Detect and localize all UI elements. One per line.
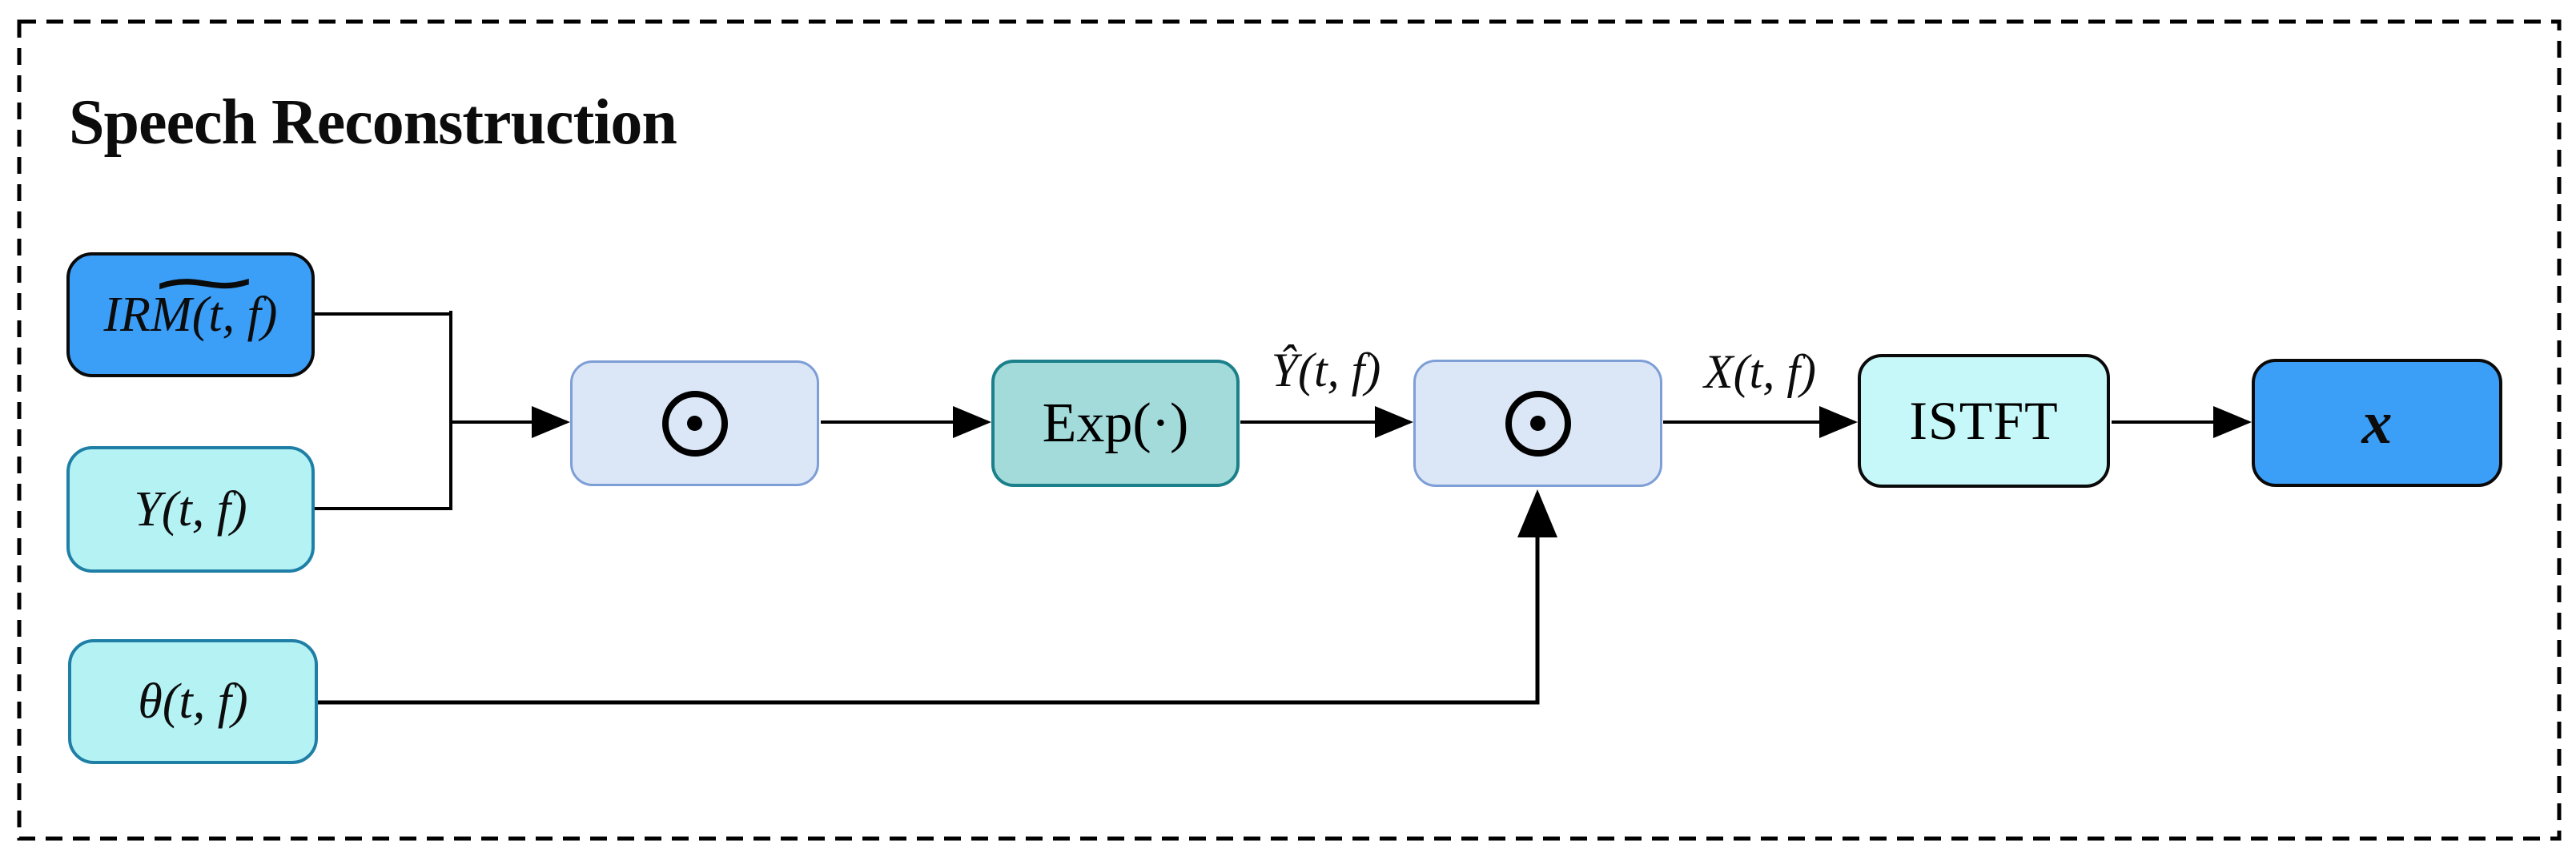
node-exp: Exp(·): [991, 360, 1240, 487]
x-label: x: [2361, 388, 2393, 457]
diagram-border: [17, 19, 2562, 841]
theta-label: θ(t, f): [138, 674, 248, 729]
node-elementwise-multiply-2: [1413, 360, 1662, 487]
node-istft: ISTFT: [1858, 354, 2110, 488]
node-output-waveform: x: [2252, 359, 2502, 487]
node-noisy-spectrogram: Y(t, f): [66, 446, 315, 573]
node-irm-mask: IRM(t, f) ∼: [66, 252, 315, 377]
exp-label: Exp(·): [1042, 392, 1189, 454]
arrow-theta-to-odot2: [318, 489, 1557, 705]
circled-dot-icon: [661, 390, 728, 457]
node-phase: θ(t, f): [68, 639, 318, 764]
istft-label: ISTFT: [1909, 390, 2059, 451]
edge-label-y-hat: Ŷ(t, f): [1271, 344, 1381, 396]
irm-label: IRM(t, f): [103, 287, 278, 342]
y-label: Y(t, f): [134, 481, 247, 537]
tilde-accent: ∼: [144, 251, 265, 315]
circled-dot-icon: [1505, 390, 1571, 457]
node-elementwise-multiply-1: [570, 360, 819, 486]
edge-label-x-tf: X(t, f): [1704, 345, 1816, 398]
diagram-title: Speech Reconstruction: [69, 87, 677, 158]
